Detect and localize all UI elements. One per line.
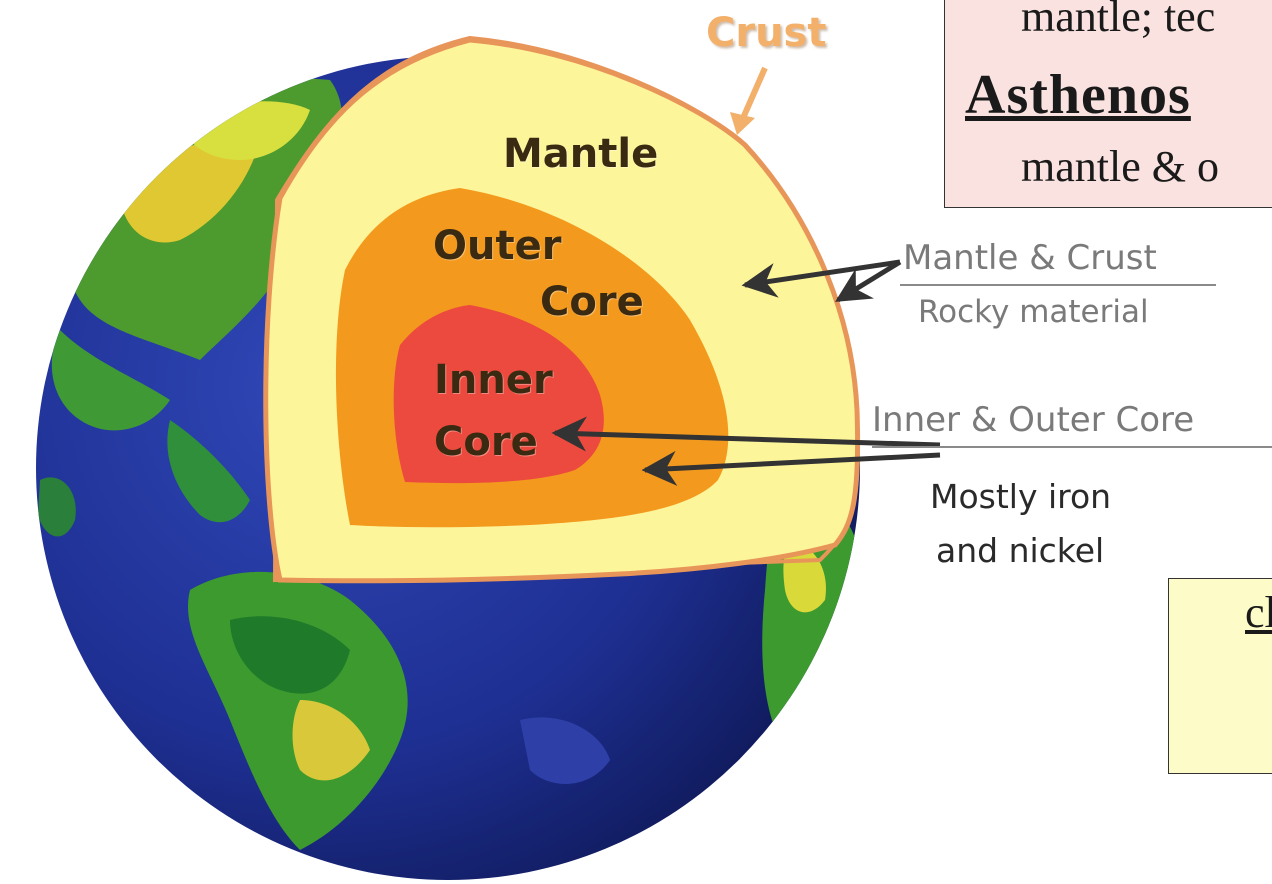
mantle-crust-callout-desc: Rocky material bbox=[918, 294, 1149, 330]
asthenosphere-text-box: mantle; tec Asthenos mantle & o bbox=[944, 0, 1272, 208]
core-callout-title: Inner & Outer Core bbox=[872, 400, 1194, 440]
outer-core-label-line1: Outer bbox=[433, 222, 561, 270]
crust-label: Crust bbox=[706, 10, 827, 56]
mantle-label: Mantle bbox=[503, 130, 658, 178]
inner-core-label-line2: Core bbox=[434, 418, 538, 466]
core-underline bbox=[872, 446, 1272, 448]
mantle-crust-underline bbox=[900, 284, 1216, 286]
core-callout-desc-line1: Mostly iron bbox=[930, 476, 1111, 518]
mantle-crust-callout-title: Mantle & Crust bbox=[903, 238, 1157, 278]
inner-core-label-line1: Inner bbox=[434, 356, 553, 404]
text-box-line3: mantle & o bbox=[1021, 141, 1219, 192]
outer-core-label-line2: Core bbox=[540, 278, 644, 326]
core-callout-desc-line2: and nickel bbox=[936, 530, 1104, 572]
text-box-line2: Asthenos bbox=[965, 63, 1191, 127]
text-box-line1: mantle; tec bbox=[1021, 0, 1215, 42]
yellow-note-box: cl bbox=[1168, 578, 1272, 774]
yellow-box-text: cl bbox=[1245, 587, 1272, 638]
